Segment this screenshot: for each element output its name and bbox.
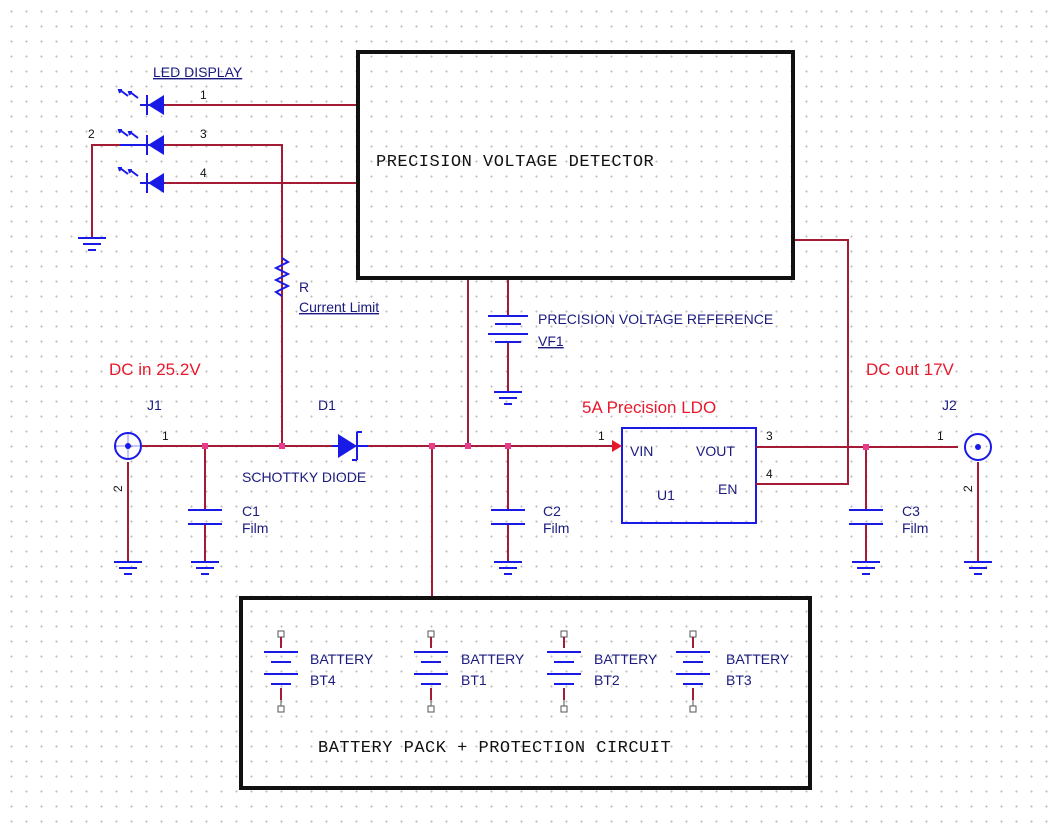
led-icon: [117, 89, 165, 115]
j1-ref: J1: [147, 397, 162, 413]
bt4-label: BATTERY: [310, 651, 374, 667]
coax-jack-icon: [964, 433, 992, 461]
ldo-vin: VIN: [630, 443, 653, 459]
ldo-pin-vin: 1: [598, 429, 605, 443]
bt3-ref: BT3: [726, 672, 752, 688]
j2-pin-2: 2: [961, 485, 975, 492]
ldo-pin-en: 4: [766, 467, 773, 481]
bt1-ref: BT1: [461, 672, 487, 688]
wires: [91, 104, 979, 598]
ground-icon: [494, 561, 522, 575]
ldo-vout: VOUT: [696, 443, 735, 459]
capacitor-c1[interactable]: C1 Film: [188, 503, 268, 575]
voltage-detector-block[interactable]: PRECISION VOLTAGE DETECTOR: [356, 50, 795, 280]
resistor-ref: R: [299, 279, 309, 295]
capacitor-c2[interactable]: C2 Film: [491, 503, 569, 575]
junction-dot: [202, 443, 208, 449]
ground-icon: [494, 391, 522, 405]
diode-label: SCHOTTKY DIODE: [242, 469, 366, 485]
dc-in-label: DC in 25.2V: [109, 360, 201, 379]
detector-title: PRECISION VOLTAGE DETECTOR: [376, 153, 654, 172]
ground-icon: [114, 561, 142, 575]
battery-pack-title: BATTERY PACK + PROTECTION CIRCUIT: [318, 739, 671, 758]
c1-type: Film: [242, 520, 268, 536]
ldo-regulator[interactable]: 5A Precision LDO VIN VOUT EN U1 1 3 4: [582, 398, 776, 524]
j2-pin-1: 1: [937, 429, 944, 443]
ldo-en: EN: [718, 481, 737, 497]
input-arrow-icon: [612, 440, 622, 452]
diode-ref: D1: [318, 397, 336, 413]
dc-in-jack[interactable]: DC in 25.2V J1 1 2: [109, 360, 201, 575]
dc-out-jack[interactable]: DC out 17V J2 1 2: [866, 360, 992, 575]
led-pin-2: 2: [88, 127, 95, 141]
reference-label: PRECISION VOLTAGE REFERENCE: [538, 311, 773, 327]
ldo-ref: U1: [657, 487, 675, 503]
junction-dot: [429, 443, 435, 449]
c2-ref: C2: [543, 503, 561, 519]
j1-pin-1: 1: [162, 429, 169, 443]
junction-dot: [863, 444, 869, 450]
bt2-ref: BT2: [594, 672, 620, 688]
schottky-diode[interactable]: D1 SCHOTTKY DIODE: [242, 397, 368, 485]
led-pin-1: 1: [200, 88, 207, 102]
ldo-title: 5A Precision LDO: [582, 398, 716, 417]
ground-icon: [964, 561, 992, 575]
capacitor-c3[interactable]: C3 Film: [849, 503, 928, 575]
battery-cell-bt4: BATTERY BT4: [264, 630, 374, 713]
ground-icon: [191, 561, 219, 575]
junctions: [202, 443, 869, 450]
ground-icon: [78, 237, 106, 251]
junction-dot: [505, 443, 511, 449]
bt4-ref: BT4: [310, 672, 336, 688]
resistor-value: Current Limit: [299, 299, 379, 315]
ldo-pin-vout: 3: [766, 429, 773, 443]
bt3-label: BATTERY: [726, 651, 790, 667]
j2-ref: J2: [942, 397, 957, 413]
coax-jack-icon: [114, 432, 142, 460]
c2-type: Film: [543, 520, 569, 536]
battery-cell-bt3: BATTERY BT3: [676, 630, 790, 713]
led-pin-4: 4: [200, 166, 207, 180]
led-icon: [117, 129, 165, 155]
junction-dot: [279, 443, 285, 449]
led-icon: [117, 167, 165, 193]
led-pin-3: 3: [200, 127, 207, 141]
led-display-label: LED DISPLAY: [153, 64, 243, 80]
bt2-label: BATTERY: [594, 651, 658, 667]
junction-dot: [465, 443, 471, 449]
diode-icon: [332, 431, 368, 461]
c1-ref: C1: [242, 503, 260, 519]
c3-ref: C3: [902, 503, 920, 519]
led-display[interactable]: LED DISPLAY 1 2 3 4: [78, 64, 243, 251]
battery-cell-bt1: BATTERY BT1: [414, 630, 525, 713]
j1-pin-2: 2: [111, 485, 125, 492]
ground-icon: [852, 561, 880, 575]
c3-type: Film: [902, 520, 928, 536]
dc-out-label: DC out 17V: [866, 360, 955, 379]
battery-pack-block[interactable]: BATTERY PACK + PROTECTION CIRCUIT BATTER…: [239, 596, 812, 790]
current-limit-resistor[interactable]: R Current Limit: [273, 257, 379, 315]
battery-cell-bt2: BATTERY BT2: [547, 630, 658, 713]
bt1-label: BATTERY: [461, 651, 525, 667]
reference-ref: VF1: [538, 333, 564, 349]
voltage-reference[interactable]: PRECISION VOLTAGE REFERENCE VF1: [488, 311, 773, 405]
